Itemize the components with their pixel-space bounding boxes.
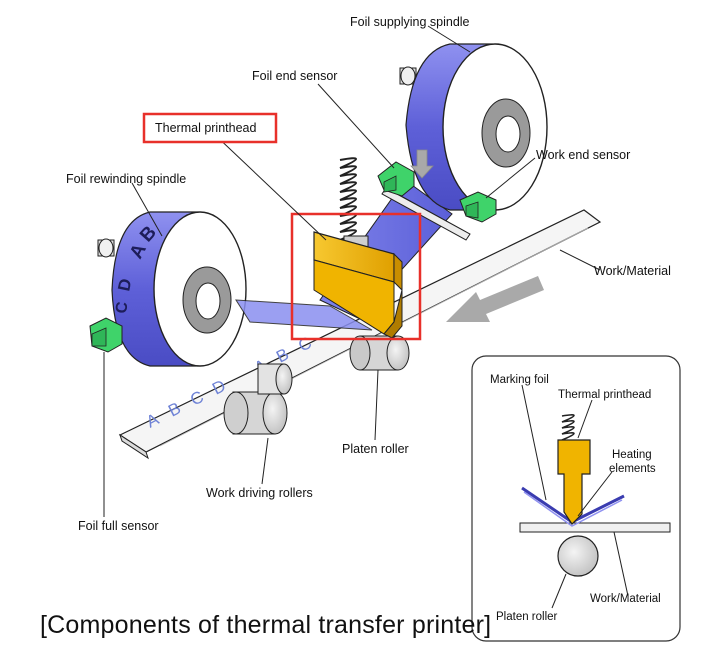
foil-rewinding-spindle [97,211,247,367]
foil-letter-c: C [113,300,132,314]
work-end-sensor [459,191,497,223]
foil-full-sensor [89,317,123,353]
inset-label-marking-foil: Marking foil [490,374,549,386]
label-platen-roller: Platen roller [342,442,409,456]
diagram-caption: [Components of thermal transfer printer] [40,611,491,639]
label-work-material: Work/Material [594,264,671,278]
inset-label-work-material: Work/Material [590,593,661,605]
label-work-driving-rollers: Work driving rollers [206,486,313,500]
thermal-printhead [313,231,403,339]
label-foil-end-sensor: Foil end sensor [252,69,337,83]
label-work-end-sensor: Work end sensor [536,148,630,162]
label-foil-rewinding-spindle: Foil rewinding spindle [66,172,186,186]
foil-end-sensor [377,161,415,197]
inset-label-thermal-printhead: Thermal printhead [558,389,651,401]
inset-label-platen-roller: Platen roller [496,611,558,623]
work-driving-rollers [223,363,293,435]
label-foil-full-sensor: Foil full sensor [78,519,159,533]
printhead-spring [339,157,369,253]
foil-letter-d: D [114,277,135,293]
label-thermal-printhead: Thermal printhead [155,121,256,135]
printhead-highlight-box [290,212,422,341]
label-thermal-printhead-box [142,112,278,144]
inset-label-heating-line1: Heating [612,449,652,461]
feed-direction-arrow [446,276,544,322]
inset-label-heating-line2: elements [609,463,656,475]
leader-lines [103,25,601,517]
label-foil-supplying-spindle: Foil supplying spindle [350,15,470,29]
inset-panel [471,355,681,642]
foil-direction-arrow [410,149,434,179]
platen-roller [349,335,410,371]
